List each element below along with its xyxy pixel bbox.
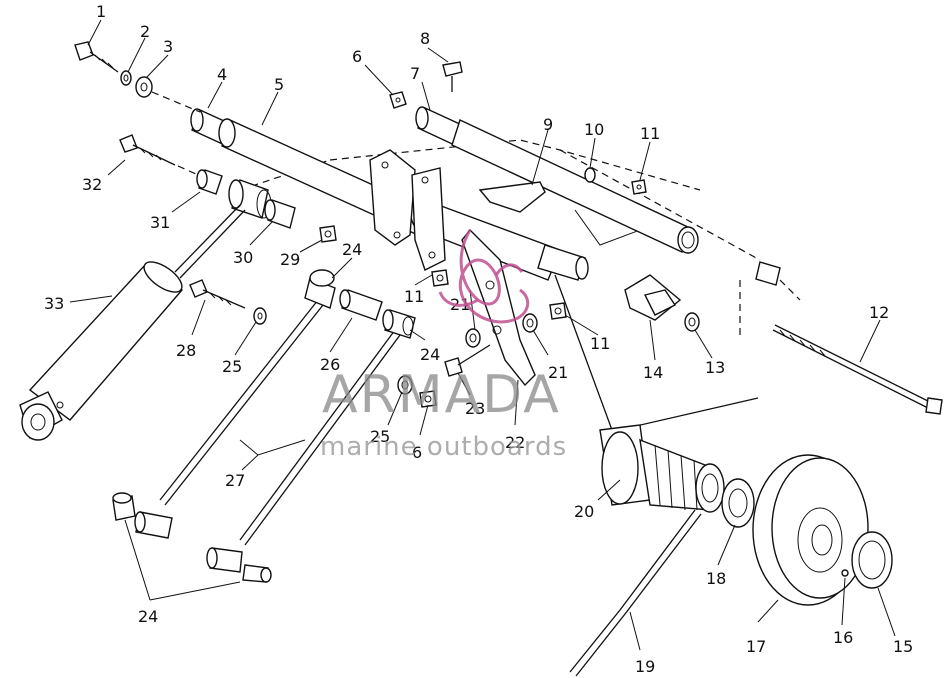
- callout-23: 23: [465, 399, 485, 418]
- washer-21-right: [522, 313, 538, 333]
- bolt-12: [755, 261, 943, 415]
- callout-11-right: 11: [590, 334, 610, 353]
- callout-32: 32: [82, 175, 102, 194]
- link-rod-right: [239, 329, 401, 546]
- block-14: [624, 274, 682, 321]
- bushings-24-bottom: [112, 492, 272, 583]
- bolt-28: [189, 279, 246, 309]
- bolt-1: [74, 41, 119, 73]
- callout-7: 7: [410, 64, 420, 83]
- callout-6: 6: [352, 47, 362, 66]
- clip-9: [478, 181, 546, 213]
- callout-10: 10: [584, 120, 604, 139]
- callout-27: 27: [225, 471, 245, 490]
- right-bracket: [411, 167, 446, 271]
- washer-21-left: [465, 328, 481, 348]
- watermark-tagline: marine outboards: [320, 432, 567, 462]
- wheel-17: [752, 454, 869, 606]
- callout-25-upper: 25: [222, 357, 242, 376]
- callout-11-top: 11: [640, 124, 660, 143]
- callout-1: 1: [96, 2, 106, 21]
- nut-29: [319, 225, 337, 243]
- nut-11-right: [549, 302, 567, 320]
- callout-15: 15: [893, 637, 913, 656]
- callout-24-mid: 24: [420, 345, 440, 364]
- callout-18: 18: [706, 569, 726, 588]
- clip-10: [584, 167, 596, 183]
- callout-29: 29: [280, 250, 300, 269]
- nut-6-top: [389, 91, 407, 109]
- callout-17: 17: [746, 637, 766, 656]
- callout-24-bottom: 24: [138, 607, 158, 626]
- nut-6-lower: [419, 390, 437, 408]
- spring-20: [554, 274, 759, 513]
- callout-25-lower: 25: [370, 427, 390, 446]
- callout-19: 19: [635, 657, 655, 676]
- left-bracket: [369, 149, 416, 246]
- leader-lines: [69, 19, 896, 651]
- callout-11-center: 11: [404, 287, 424, 306]
- watermark-logo-icon: [438, 229, 530, 324]
- callout-26: 26: [320, 355, 340, 374]
- bushing-24-mid: [382, 309, 416, 339]
- washer-3: [135, 76, 153, 98]
- callout-3: 3: [163, 37, 173, 56]
- bolt-23: [444, 344, 491, 377]
- callout-8: 8: [420, 29, 430, 48]
- callout-4: 4: [217, 65, 227, 84]
- watermark-brand: ARMADA: [322, 365, 561, 425]
- bushing-26: [339, 289, 383, 321]
- screw-8: [442, 61, 463, 92]
- nut-11-center: [431, 269, 449, 287]
- callout-14: 14: [643, 363, 663, 382]
- spring-arm-22: [461, 228, 536, 387]
- callout-12: 12: [869, 303, 889, 322]
- callout-31: 31: [150, 213, 170, 232]
- washer-25-lower: [397, 375, 413, 395]
- callout-5: 5: [274, 75, 284, 94]
- cap-15: [841, 531, 893, 589]
- callout-22: 22: [505, 433, 525, 452]
- callout-16: 16: [833, 628, 853, 647]
- callout-6-lower: 6: [412, 443, 422, 462]
- callout-2: 2: [140, 22, 150, 41]
- bushing-30: [228, 179, 296, 229]
- callouts: 1 2 3 4 5 6 7 8 9 10 11 32 31 30 29 24 1…: [44, 2, 913, 676]
- callout-21-right: 21: [548, 363, 568, 382]
- shock-absorber-33: [19, 204, 246, 441]
- washer-25-upper: [253, 307, 267, 325]
- bushing-31: [196, 169, 223, 195]
- pin-19: [569, 509, 702, 677]
- callout-28: 28: [176, 341, 196, 360]
- watermark: ARMADA marine outboards: [320, 229, 567, 462]
- callout-9: 9: [543, 115, 553, 134]
- callout-24-upper: 24: [342, 240, 362, 259]
- washer-13: [684, 312, 700, 332]
- bolt-32: [119, 134, 176, 166]
- rear-axle: [415, 106, 699, 254]
- washer-18: [721, 478, 755, 528]
- callout-20: 20: [574, 502, 594, 521]
- callout-30: 30: [233, 248, 253, 267]
- nut-11-top: [631, 179, 647, 195]
- link-rod-left: [159, 269, 336, 506]
- callout-33: 33: [44, 294, 64, 313]
- washer-2: [120, 70, 132, 86]
- callout-13: 13: [705, 358, 725, 377]
